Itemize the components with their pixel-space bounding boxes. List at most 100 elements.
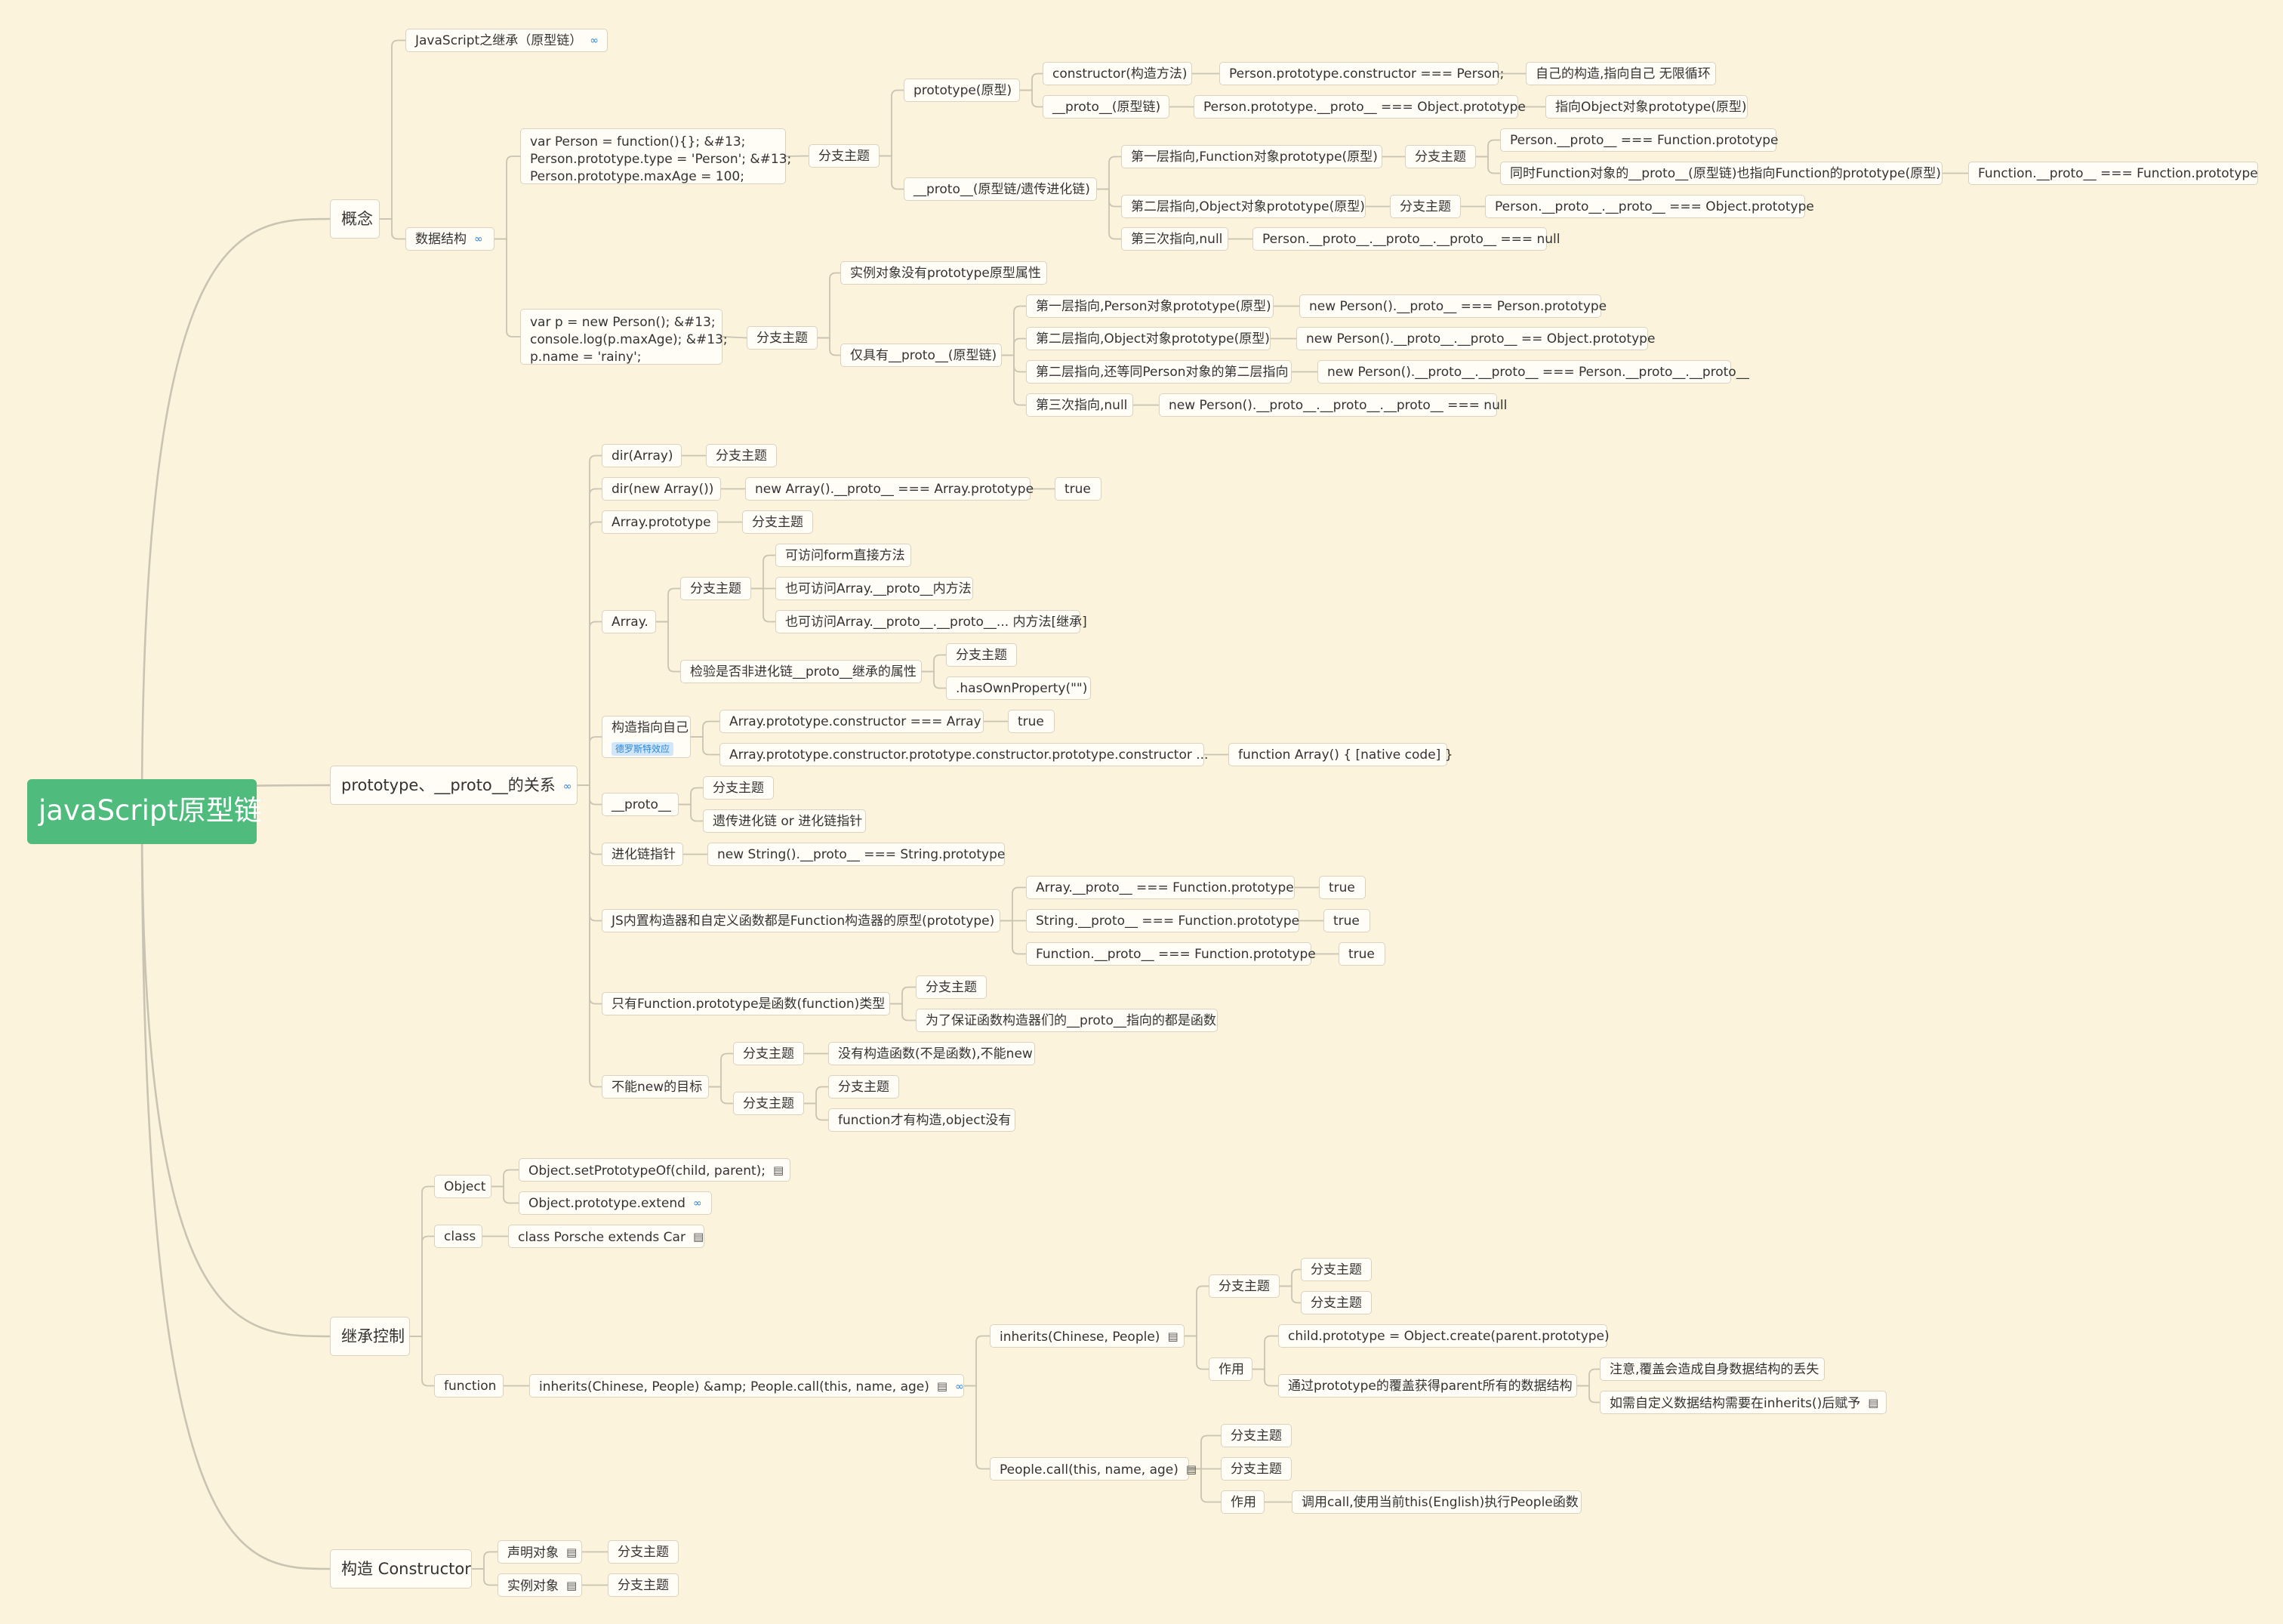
topic-obj2[interactable]: Object.prototype.extend∞ <box>519 1191 712 1215</box>
topic-l1d[interactable]: 同时Function对象的__proto__(原型链)也指向Function的p… <box>1500 162 1943 185</box>
topic-p8a1[interactable]: true <box>1319 876 1366 899</box>
topic-p4b1[interactable]: 分支主题 <box>946 643 1017 667</box>
topic-i4[interactable]: 第三次指向,null <box>1026 393 1133 417</box>
topic-p4b2[interactable]: .hasOwnProperty("") <box>946 676 1091 700</box>
topic-p9[interactable]: 只有Function.prototype是函数(function)类型 <box>602 992 890 1015</box>
topic-gz2a[interactable]: 分支主题 <box>608 1573 679 1597</box>
topic-p5a[interactable]: Array.prototype.constructor === Array <box>719 710 984 733</box>
note-icon[interactable]: ▤ <box>1868 1396 1879 1410</box>
topic-inh2b1[interactable]: 注意,覆盖会造成自身数据结构的丢失 <box>1600 1357 1825 1381</box>
topic-p4b[interactable]: 检验是否非进化链__proto__继承的属性 <box>680 660 922 683</box>
link-icon[interactable]: ∞ <box>562 781 572 793</box>
topic-i2[interactable]: 第二层指向,Object对象prototype(原型) <box>1026 327 1271 350</box>
topic-b2[interactable]: 分支主题 <box>747 326 818 350</box>
topic-cls[interactable]: class <box>434 1225 482 1248</box>
note-icon[interactable]: ▤ <box>692 1230 704 1243</box>
topic-l1c[interactable]: Person.__proto__ === Function.prototype <box>1500 128 1779 152</box>
topic-gn2[interactable]: 数据结构∞ <box>405 227 494 251</box>
topic-p2b[interactable]: true <box>1055 477 1101 501</box>
topic-p10[interactable]: 不能new的目标 <box>602 1075 709 1099</box>
topic-p8a[interactable]: Array.__proto__ === Function.prototype <box>1026 876 1295 899</box>
topic-p5a1[interactable]: true <box>1008 710 1055 733</box>
topic-ctor[interactable]: constructor(构造方法) <box>1043 62 1192 85</box>
topic-l2c[interactable]: Person.__proto__.__proto__ === Object.pr… <box>1485 195 1814 218</box>
topic-p10a[interactable]: 分支主题 <box>733 1042 804 1065</box>
topic-p8[interactable]: JS内置构造器和自定义函数都是Function构造器的原型(prototype) <box>602 909 1000 932</box>
note-icon[interactable]: ▤ <box>1167 1330 1178 1343</box>
topic-p4a2[interactable]: 也可访问Array.__proto__内方法 <box>775 577 973 600</box>
topic-jc[interactable]: 继承控制 <box>330 1317 410 1356</box>
topic-code1[interactable]: var Person = function(){}; &#13; Person.… <box>520 128 791 184</box>
topic-gz1[interactable]: 声明对象▤ <box>498 1540 582 1564</box>
topic-gz1a[interactable]: 分支主题 <box>608 1540 679 1564</box>
topic-p2[interactable]: dir(new Array()) <box>602 477 721 501</box>
topic-inh2[interactable]: 作用 <box>1209 1357 1252 1381</box>
topic-ctor3[interactable]: 自己的构造,指向自己 无限循环 <box>1526 62 1716 85</box>
topic-obj1[interactable]: Object.setPrototypeOf(child, parent);▤ <box>519 1158 790 1182</box>
topic-cls1[interactable]: class Porsche extends Car▤ <box>508 1225 704 1248</box>
topic-pc2[interactable]: 分支主题 <box>1221 1457 1292 1481</box>
topic-inh2b[interactable]: 通过prototype的覆盖获得parent所有的数据结构 <box>1278 1374 1577 1398</box>
topic-gn1[interactable]: JavaScript之继承（原型链）∞ <box>405 29 608 52</box>
root-topic[interactable]: javaScript原型链 <box>27 779 262 844</box>
topic-p2a[interactable]: new Array().__proto__ === Array.prototyp… <box>745 477 1034 501</box>
topic-l1[interactable]: 第一层指向,Function对象prototype(原型) <box>1121 145 1382 168</box>
topic-pp3[interactable]: Person.prototype.__proto__ === Object.pr… <box>1194 95 1526 119</box>
topic-p1[interactable]: dir(Array) <box>602 444 682 467</box>
topic-l2[interactable]: 第二层指向,Object对象prototype(原型) <box>1121 195 1366 218</box>
note-icon[interactable]: ▤ <box>936 1379 948 1393</box>
topic-i1[interactable]: 第一层指向,Person对象prototype(原型) <box>1026 294 1274 318</box>
topic-p10b[interactable]: 分支主题 <box>733 1092 804 1115</box>
link-icon[interactable]: ∞ <box>590 35 599 47</box>
topic-p4a1[interactable]: 可访问form直接方法 <box>775 544 911 567</box>
topic-pt[interactable]: prototype(原型) <box>904 79 1020 102</box>
topic-pc3[interactable]: 作用 <box>1221 1490 1265 1514</box>
topic-i4a[interactable]: new Person().__proto__.__proto__.__proto… <box>1159 393 1507 417</box>
topic-proto[interactable]: prototype、__proto__的关系∞ <box>330 766 578 805</box>
topic-code2[interactable]: var p = new Person(); &#13; console.log(… <box>520 309 728 365</box>
topic-l1e[interactable]: Function.__proto__ === Function.prototyp… <box>1968 162 2258 185</box>
topic-p5[interactable]: 构造指向自己德罗斯特效应 <box>602 716 691 758</box>
topic-i3[interactable]: 第二层指向,还等同Person对象的第二层指向 <box>1026 360 1292 384</box>
topic-inh1a[interactable]: 分支主题 <box>1301 1258 1372 1281</box>
topic-gz2[interactable]: 实例对象▤ <box>498 1573 582 1597</box>
topic-obj[interactable]: Object <box>434 1175 491 1198</box>
topic-p9a[interactable]: 分支主题 <box>916 975 987 999</box>
topic-i2a[interactable]: new Person().__proto__.__proto__ == Obje… <box>1296 327 1655 350</box>
topic-fn1[interactable]: inherits(Chinese, People) &amp; People.c… <box>529 1374 964 1398</box>
topic-p8c1[interactable]: true <box>1339 942 1385 966</box>
topic-pp2[interactable]: __proto__(原型链) <box>1043 95 1169 119</box>
topic-inh[interactable]: inherits(Chinese, People)▤ <box>990 1324 1185 1348</box>
note-icon[interactable]: ▤ <box>566 1579 578 1592</box>
topic-gn[interactable]: 概念 <box>330 199 380 239</box>
topic-ctor2[interactable]: Person.prototype.constructor === Person; <box>1219 62 1504 85</box>
topic-p1a[interactable]: 分支主题 <box>706 444 777 467</box>
topic-inst2[interactable]: 仅具有__proto__(原型链) <box>840 344 1002 367</box>
topic-p5b[interactable]: Array.prototype.constructor.prototype.co… <box>719 743 1208 766</box>
note-icon[interactable]: ▤ <box>1185 1462 1197 1476</box>
topic-p8c[interactable]: Function.__proto__ === Function.prototyp… <box>1026 942 1316 966</box>
topic-l2b[interactable]: 分支主题 <box>1390 195 1461 218</box>
link-icon[interactable]: ∞ <box>474 233 483 245</box>
topic-gz[interactable]: 构造 Constructor <box>330 1549 472 1589</box>
note-icon[interactable]: ▤ <box>566 1545 578 1559</box>
note-icon[interactable]: ▤ <box>773 1163 784 1177</box>
topic-p4a3[interactable]: 也可访问Array.__proto__.__proto__... 内方法[继承] <box>775 610 1087 633</box>
topic-pc1[interactable]: 分支主题 <box>1221 1424 1292 1447</box>
topic-inh1[interactable]: 分支主题 <box>1209 1274 1280 1298</box>
topic-p6b[interactable]: 遗传进化链 or 进化链指针 <box>703 809 866 833</box>
topic-p10b1[interactable]: 分支主题 <box>828 1075 899 1099</box>
topic-p4[interactable]: Array. <box>602 610 656 633</box>
topic-p9b[interactable]: 为了保证函数构造器们的__proto__指向的都是函数 <box>916 1009 1218 1032</box>
topic-p8b[interactable]: String.__proto__ === Function.prototype <box>1026 909 1299 932</box>
topic-pc3a[interactable]: 调用call,使用当前this(English)执行People函数 <box>1292 1490 1582 1514</box>
topic-inh1b[interactable]: 分支主题 <box>1301 1291 1372 1314</box>
topic-pp4[interactable]: 指向Object对象prototype(原型) <box>1545 95 1748 119</box>
topic-p8b1[interactable]: true <box>1323 909 1370 932</box>
topic-p6[interactable]: __proto__ <box>602 793 679 816</box>
topic-p6a[interactable]: 分支主题 <box>703 776 774 800</box>
topic-l3[interactable]: 第三次指向,null <box>1121 227 1228 251</box>
topic-p4a[interactable]: 分支主题 <box>680 577 751 600</box>
topic-p10a1[interactable]: 没有构造函数(不是函数),不能new <box>828 1042 1035 1065</box>
link-icon[interactable]: ∞ <box>955 1381 964 1393</box>
